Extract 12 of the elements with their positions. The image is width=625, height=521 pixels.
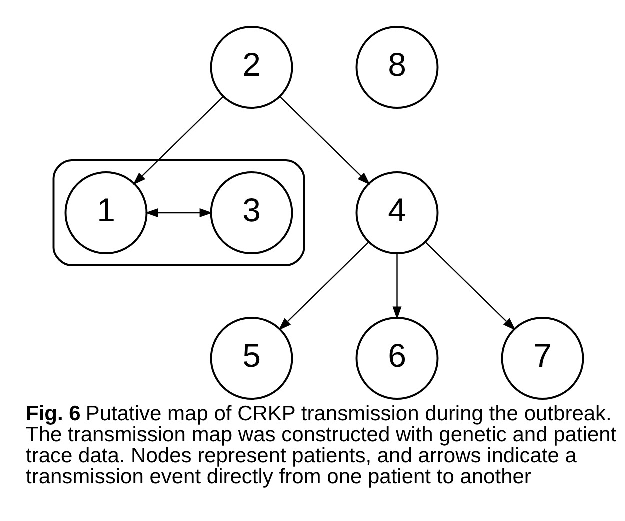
- node-circle: 6: [356, 316, 439, 400]
- caption: Fig. 6 Putative map of CRKP transmission during the outbreak. The transmission map was constructed with genetic and patient trace data. Nodes represent patients, and arrows indicate a transmission event directly from one patient to another: [26, 402, 617, 488]
- arrow: [133, 96, 224, 185]
- arrow: [145, 208, 213, 218]
- arrow: [280, 96, 370, 185]
- cluster: [52, 159, 306, 266]
- node-circle: 8: [356, 26, 439, 108]
- node-circle: 2: [210, 26, 294, 108]
- arrow: [278, 242, 369, 330]
- node-circle: 3: [210, 171, 294, 254]
- arrow: [426, 242, 516, 330]
- arrow: [392, 253, 402, 320]
